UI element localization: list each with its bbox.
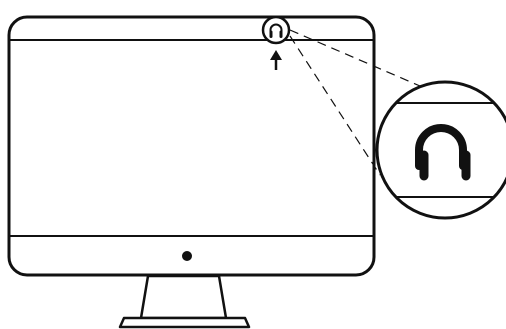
magnified-callout — [370, 82, 506, 218]
stand-neck — [141, 276, 226, 318]
power-dot-icon — [182, 251, 192, 261]
stand-base — [120, 318, 249, 327]
indicator-ring — [263, 17, 289, 43]
headphone-indicator — [263, 17, 289, 43]
monitor-body — [9, 17, 374, 275]
monitor-stand — [120, 276, 249, 327]
